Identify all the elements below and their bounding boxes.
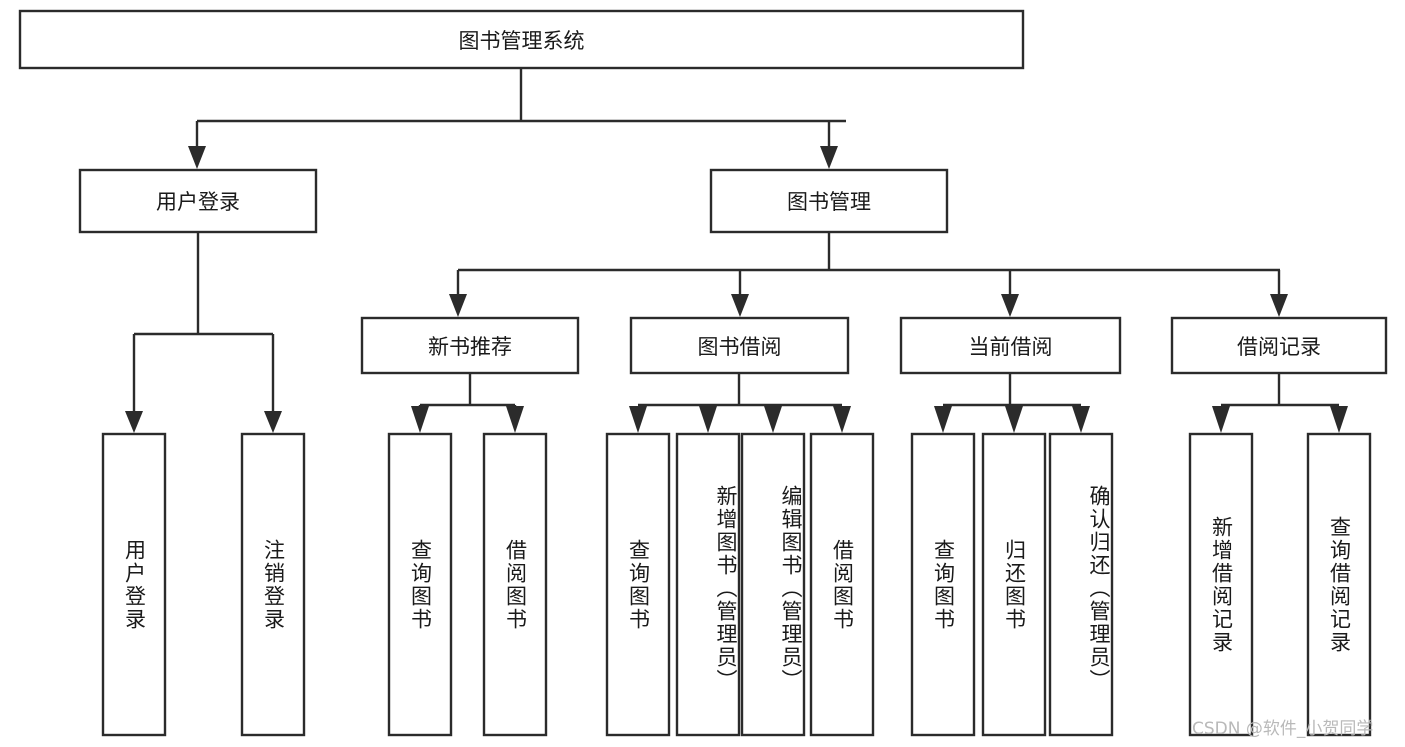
- leaf-box-borrow-record-0[interactable]: [1188, 432, 1254, 737]
- node-box-new-book-rec[interactable]: [360, 316, 580, 375]
- node-box-current-borrow[interactable]: [899, 316, 1122, 375]
- leaf-box-user-login-0[interactable]: [101, 432, 167, 737]
- connector-bookmanage-to-level3: [449, 232, 1288, 317]
- leaf-box-current-borrow-0[interactable]: [910, 432, 976, 737]
- connector-currentborrow-to-leaves: [934, 373, 1090, 433]
- leaf-box-new-book-rec-0[interactable]: [387, 432, 453, 737]
- connector-borrowrecord-to-leaves: [1212, 373, 1348, 433]
- leaf-box-user-login-1[interactable]: [240, 432, 306, 737]
- connector-userlogin-to-leaves: [125, 232, 282, 433]
- node-box-root[interactable]: [18, 9, 1025, 70]
- node-box-borrow-record[interactable]: [1170, 316, 1388, 375]
- leaf-box-current-borrow-1[interactable]: [981, 432, 1047, 737]
- leaf-box-book-borrow-3[interactable]: [809, 432, 875, 737]
- leaf-box-borrow-record-1[interactable]: [1306, 432, 1372, 737]
- connector-bookborrow-to-leaves: [629, 373, 851, 433]
- leaf-box-book-borrow-2[interactable]: [740, 432, 806, 737]
- connector-newbookrec-to-leaves: [411, 373, 524, 433]
- leaf-box-current-borrow-2[interactable]: [1048, 432, 1114, 737]
- connector-root-to-level2: [188, 68, 846, 169]
- leaf-box-book-borrow-0[interactable]: [605, 432, 671, 737]
- node-box-book-manage[interactable]: [709, 168, 949, 234]
- leaf-box-new-book-rec-1[interactable]: [482, 432, 548, 737]
- node-box-user-login[interactable]: [78, 168, 318, 234]
- node-box-book-borrow[interactable]: [629, 316, 850, 375]
- leaf-box-book-borrow-1[interactable]: [675, 432, 741, 737]
